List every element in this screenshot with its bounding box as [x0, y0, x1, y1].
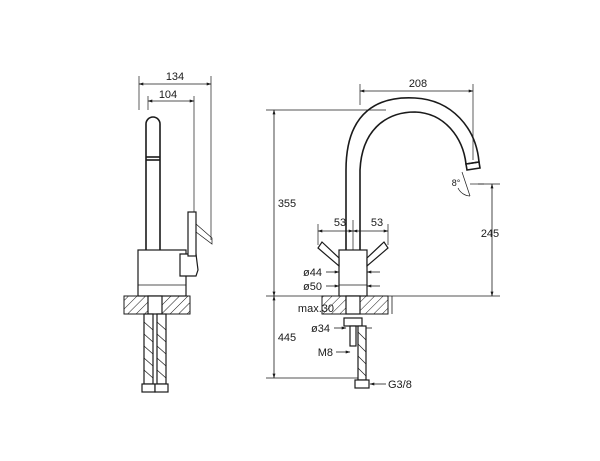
- side-handle: [179, 253, 199, 277]
- side-view: 134 104: [123, 71, 213, 393]
- dim-thread: G3/8: [369, 379, 412, 391]
- dim-355-label: 355: [278, 198, 296, 210]
- front-view: 208 355 445 245 8°: [266, 78, 500, 391]
- dim-angle: 8°: [452, 178, 484, 197]
- front-hoses: [354, 325, 370, 389]
- dim-hose-length: 445: [266, 295, 360, 379]
- dim-d50-label: ø50: [303, 281, 322, 293]
- dim-d50: ø50: [303, 281, 380, 293]
- front-handle-right: [366, 241, 389, 268]
- side-body: [137, 249, 187, 297]
- dim-d44-label: ø44: [303, 267, 322, 279]
- dim-g38-label: G3/8: [388, 379, 412, 391]
- side-hoses: [141, 313, 169, 393]
- dim-53-left-label: 53: [334, 217, 346, 229]
- dim-stud: M8: [318, 347, 351, 359]
- dim-53-right-label: 53: [371, 217, 383, 229]
- dim-front-reach: 208: [359, 78, 474, 160]
- front-spout: [345, 97, 480, 250]
- dim-side-reach: 104: [147, 89, 195, 215]
- dim-total-height: 355: [266, 109, 386, 297]
- dim-handles: 53 53: [317, 217, 389, 250]
- front-body: [338, 249, 368, 297]
- dim-spout-height: 245: [380, 183, 500, 297]
- dim-max-thickness: max.30: [298, 296, 393, 315]
- dim-m8-label: M8: [318, 347, 333, 359]
- front-fixing-nut: [343, 317, 363, 327]
- dim-d34-label: ø34: [311, 323, 330, 335]
- dim-134-label: 134: [166, 71, 184, 83]
- front-handle-left: [317, 241, 340, 268]
- dim-445-label: 445: [278, 332, 296, 344]
- dim-208-label: 208: [409, 78, 427, 90]
- dim-104-label: 104: [159, 89, 177, 101]
- dim-d44: ø44: [303, 267, 380, 279]
- side-spout-tube: [145, 116, 161, 250]
- dim-8deg-label: 8°: [452, 178, 461, 188]
- dim-side-overall: 134: [138, 71, 212, 240]
- dim-245-label: 245: [481, 228, 499, 240]
- dim-max30-label: max.30: [298, 303, 334, 315]
